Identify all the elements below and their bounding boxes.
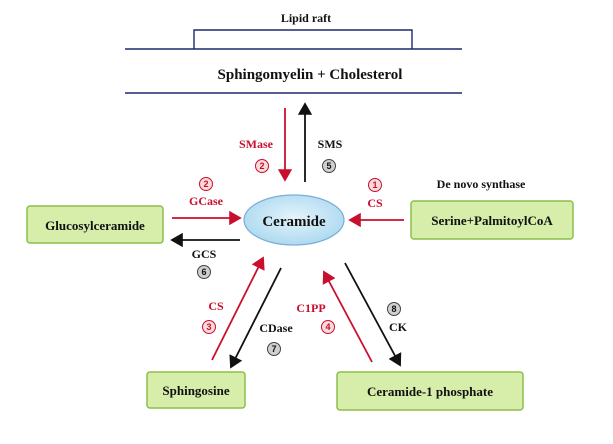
ceramide-1-phosphate-box: Ceramide-1 phosphate [336, 371, 524, 411]
c1pp-label: C1PP [296, 301, 325, 315]
svg-text:7: 7 [271, 344, 276, 354]
ck-arrow [344, 262, 402, 367]
de-novo-label: De novo synthase [437, 177, 526, 191]
svg-text:5: 5 [326, 161, 331, 171]
cdase-number-badge: 7 [267, 342, 281, 356]
glucosylceramide-box: Glucosylceramide [26, 205, 164, 244]
sms-number-badge: 5 [322, 159, 336, 173]
sphingosine-label: Sphingosine [162, 383, 229, 398]
gcase-label: GCase [189, 194, 224, 208]
gcs-label: GCS [192, 247, 217, 261]
c1pp-arrow [322, 270, 373, 363]
serine-palmitoylcoa-box: Serine+PalmitoylCoA [410, 200, 574, 240]
raft-bracket [193, 29, 413, 49]
svg-text:6: 6 [201, 267, 206, 277]
svg-text:8: 8 [391, 304, 396, 314]
ceramide-1-phosphate-label: Ceramide-1 phosphate [367, 384, 493, 399]
gcs-number-badge: 6 [197, 265, 211, 279]
sphingosine-box: Sphingosine [146, 371, 246, 409]
lipid-raft-title: Lipid raft [281, 11, 331, 25]
gcase-number-badge: 2 [199, 177, 213, 191]
svg-text:1: 1 [372, 180, 377, 190]
cdase-label: CDase [259, 321, 293, 335]
membrane-label: Sphingomyelin + Cholesterol [218, 67, 403, 83]
glucosylceramide-label: Glucosylceramide [45, 218, 145, 233]
ck-label: CK [389, 320, 408, 334]
svg-text:4: 4 [325, 322, 330, 332]
cs-sphingosine-label: CS [208, 299, 224, 313]
svg-text:3: 3 [206, 322, 211, 332]
ceramide-label: Ceramide [262, 214, 326, 230]
smase-number-badge: 2 [255, 159, 269, 173]
cs-denovo-label: CS [367, 196, 383, 210]
cs-sphingosine-number-badge: 3 [202, 320, 216, 334]
cs-denovo-number-badge: 1 [368, 178, 382, 192]
serine-palmitoylcoa-label: Serine+PalmitoylCoA [431, 213, 553, 228]
cdase-arrow [229, 267, 282, 369]
svg-text:2: 2 [259, 161, 264, 171]
ceramide-node: Ceramide [243, 194, 345, 246]
ck-number-badge: 8 [387, 302, 401, 316]
sms-label: SMS [318, 137, 343, 151]
smase-label: SMase [239, 137, 274, 151]
lipid-raft: Lipid raft Sphingomyelin + Cholesterol [125, 11, 462, 94]
svg-text:2: 2 [203, 179, 208, 189]
c1pp-number-badge: 4 [321, 320, 335, 334]
cs-sphingosine-arrow [211, 256, 265, 361]
